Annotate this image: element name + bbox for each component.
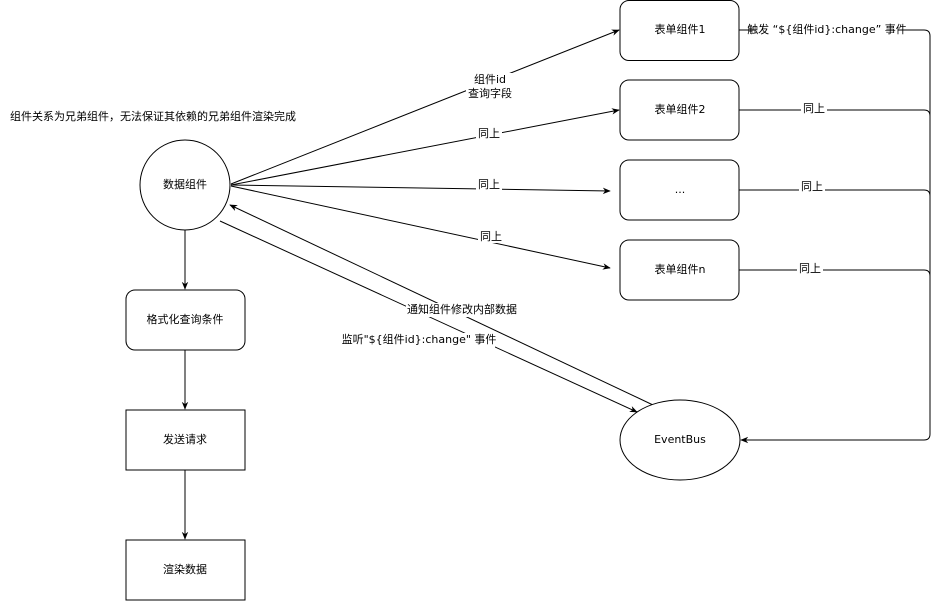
label-emit-change: 触发 “${组件id}:change” 事件 <box>747 22 907 36</box>
node-form2[interactable]: 表单组件2 <box>619 79 740 141</box>
node-label: 数据组件 <box>163 177 207 191</box>
edge-form2-to-bus <box>739 109 931 200</box>
label-notify: 通知组件修改内部数据 <box>407 302 517 316</box>
node-send-request[interactable]: 发送请求 <box>125 409 246 471</box>
node-data-component[interactable]: 数据组件 <box>139 139 231 231</box>
label-query-field: 查询字段 <box>468 86 512 100</box>
label-listen: 监听"${组件id}:change" 事件 <box>342 332 497 346</box>
label-same-ellipsis: 同上 <box>478 178 500 191</box>
node-format-query[interactable]: 格式化查询条件 <box>125 289 246 351</box>
edge-form1-to-eventbus <box>739 29 931 444</box>
edge-data-to-form2 <box>230 108 620 186</box>
label-same-emit-2: 同上 <box>803 102 825 115</box>
node-render-data[interactable]: 渲染数据 <box>125 539 246 601</box>
node-label: 发送请求 <box>163 432 207 446</box>
label-same-emit-n: 同上 <box>799 262 821 275</box>
node-formn[interactable]: 表单组件n <box>619 239 740 301</box>
node-form1[interactable]: 表单组件1 <box>619 0 740 61</box>
label-same-form2: 同上 <box>478 127 500 140</box>
edge-data-to-form1 <box>230 29 620 185</box>
edge-formn-to-bus <box>739 269 931 277</box>
node-label: 格式化查询条件 <box>147 312 224 326</box>
node-label: 表单组件1 <box>655 22 706 36</box>
edge-data-to-ellipsis <box>230 184 611 195</box>
node-label: EventBus <box>654 433 706 446</box>
node-label: 表单组件n <box>655 262 706 276</box>
edge-labels: 组件id 查询字段 同上 同上 同上 触发 “${组件id}:change” 事… <box>342 22 907 348</box>
edge-ellipsis-to-bus <box>739 189 931 197</box>
node-label: 表单组件2 <box>655 102 706 116</box>
node-eventbus[interactable]: EventBus <box>619 399 741 481</box>
label-component-id: 组件id <box>474 72 506 86</box>
label-same-formn: 同上 <box>480 230 502 243</box>
label-same-emit-ellipsis: 同上 <box>801 180 823 193</box>
node-label: 渲染数据 <box>163 562 207 576</box>
edge-data-to-formn <box>230 185 611 270</box>
node-form-ellipsis[interactable]: ... <box>619 159 740 221</box>
node-label: ... <box>675 183 686 196</box>
note-text: 组件关系为兄弟组件，无法保证其依赖的兄弟组件渲染完成 <box>10 109 296 123</box>
